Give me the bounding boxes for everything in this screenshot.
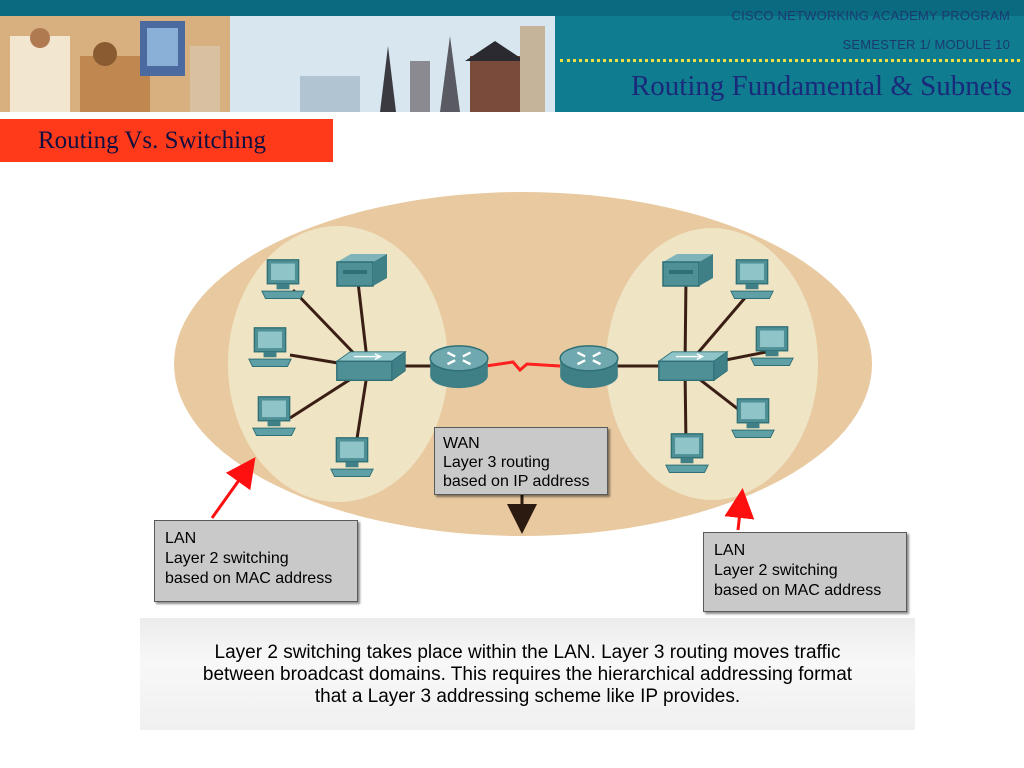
wan-label-line: Layer 3 routing (443, 454, 550, 471)
slide-header: CISCO NETWORKING ACADEMY PROGRAM SEMESTE… (0, 0, 1024, 112)
program-name: CISCO NETWORKING ACADEMY PROGRAM (731, 8, 1010, 23)
wan-label-line: WAN (443, 435, 480, 452)
printer-icon (662, 253, 714, 287)
lan-right-label-line: Layer 2 switching (714, 562, 838, 579)
switch-icon (336, 351, 406, 382)
lan-left-label-line: LAN (165, 530, 197, 547)
switch-icon (658, 351, 728, 382)
lan-left-arrow (210, 457, 256, 519)
lan-left-label: LAN Layer 2 switching based on MAC addre… (154, 520, 358, 602)
lan-left-label-line: Layer 2 switching (165, 550, 289, 567)
printer-icon (336, 253, 388, 287)
wan-label: WAN Layer 3 routing based on IP address (434, 427, 608, 495)
module-label: SEMESTER 1/ MODULE 10 (842, 37, 1010, 52)
pc-icon (248, 327, 292, 368)
section-title: Routing Vs. Switching (38, 127, 267, 154)
lan-right-label: LAN Layer 2 switching based on MAC addre… (703, 532, 907, 612)
router-icon (428, 344, 490, 390)
header-divider (560, 59, 1020, 62)
lan-right-label-line: based on MAC address (714, 582, 882, 599)
lan-right-arrow (724, 488, 755, 531)
slide-title: Routing Fundamental & Subnets (630, 70, 1012, 102)
pc-icon (730, 259, 774, 300)
caption-line: between broadcast domains. This requires… (202, 664, 853, 685)
header-top-bar (0, 0, 1024, 16)
wan-link (485, 360, 561, 373)
caption-panel: Layer 2 switching takes place within the… (140, 618, 915, 730)
lan-left-label-line: based on MAC address (165, 570, 333, 587)
pc-icon (750, 326, 794, 367)
caption-line: that a Layer 3 addressing scheme like IP… (314, 686, 741, 707)
router-icon (558, 344, 620, 390)
lan-right-label-line: LAN (714, 542, 746, 559)
pc-icon (261, 259, 305, 300)
banner-illustration (0, 16, 555, 112)
wan-label-line: based on IP address (443, 473, 590, 490)
caption-text: Layer 2 switching takes place within the… (140, 642, 915, 708)
pc-icon (330, 437, 374, 478)
pc-icon (731, 398, 775, 439)
pc-icon (252, 396, 296, 437)
section-tab: Routing Vs. Switching (0, 119, 333, 162)
caption-line: Layer 2 switching takes place within the… (214, 642, 841, 663)
header-banner-image (0, 16, 555, 112)
pc-icon (665, 433, 709, 474)
